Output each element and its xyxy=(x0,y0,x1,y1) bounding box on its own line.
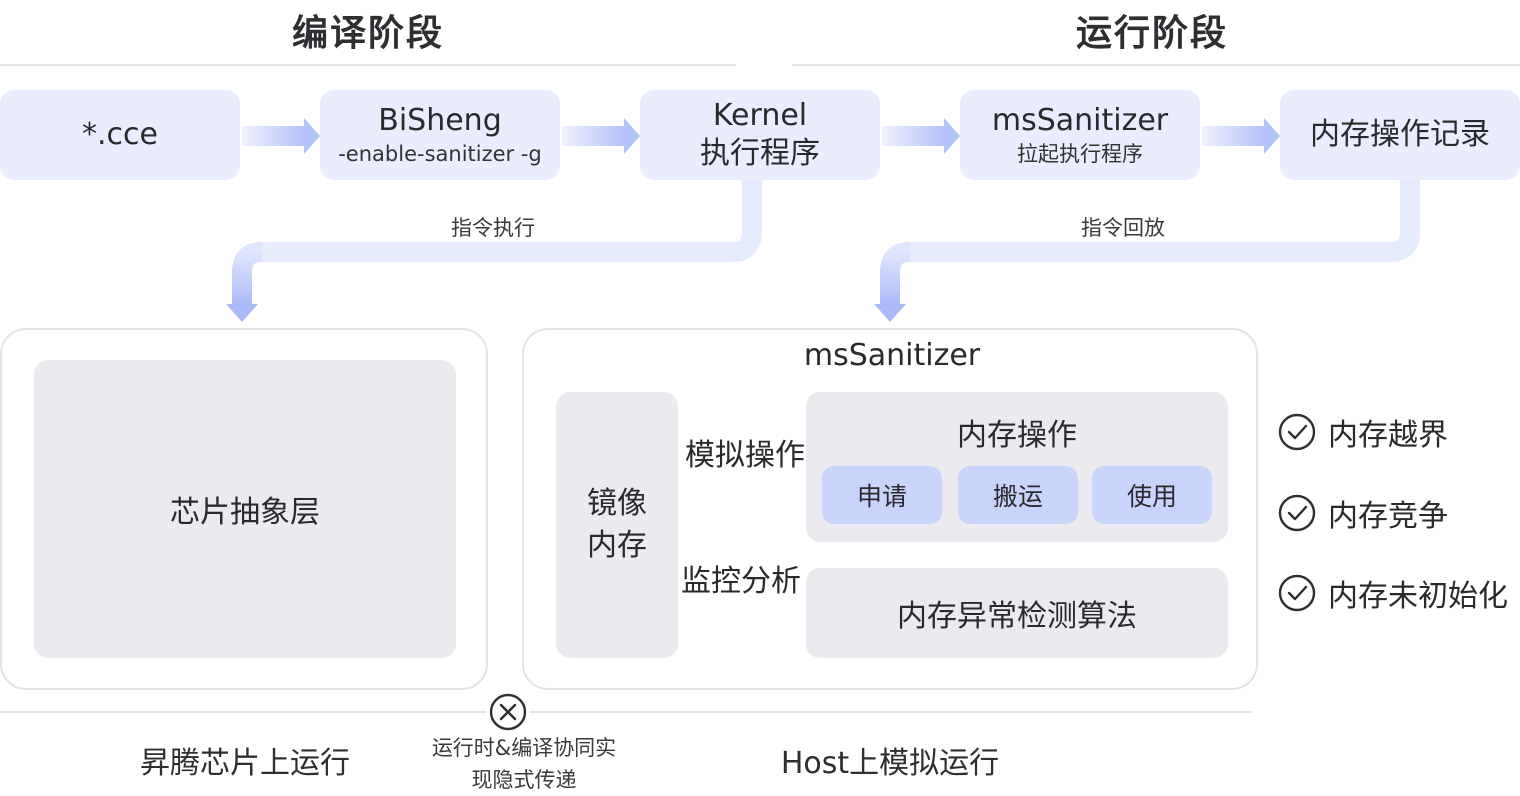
implicit-transfer-label: 运行时&编译协同实 现隐式传递 xyxy=(431,736,617,792)
pipeline-arrow-1 xyxy=(242,118,320,154)
compiler-flags: -enable-sanitizer -g xyxy=(338,142,542,166)
compile-phase-title: 编译阶段 xyxy=(291,13,444,54)
launch-subtitle: 拉起执行程序 xyxy=(1017,142,1143,166)
check-item-uninitialized: 内存未初始化 xyxy=(1278,571,1508,615)
op-chip-transfer: 搬运 xyxy=(958,466,1078,524)
op-chip-use: 使用 xyxy=(1092,466,1212,524)
mssanitizer-label: msSanitizer xyxy=(991,103,1169,138)
chip-abstraction-layer: 芯片抽象层 xyxy=(34,360,456,658)
detection-algorithm-label: 内存异常检测算法 xyxy=(897,599,1137,634)
sanitizer-panel: msSanitizer 镜像 内存 模拟操作 监控分析 内存操作 申请 搬运 使… xyxy=(522,328,1258,690)
check-item-out-of-bounds: 内存越界 xyxy=(1278,410,1448,454)
simulate-label: 模拟操作 xyxy=(685,438,805,473)
mirror-memory-box: 镜像 内存 xyxy=(556,392,678,658)
source-file-box: *.cce xyxy=(0,90,240,180)
kernel-program-box: Kernel 执行程序 xyxy=(640,90,880,180)
memory-record-box: 内存操作记录 xyxy=(1280,90,1520,180)
memory-ops-box: 内存操作 申请 搬运 使用 xyxy=(806,392,1228,542)
sanitizer-panel-title: msSanitizer xyxy=(803,338,981,373)
ascend-run-label: 昇腾芯片上运行 xyxy=(140,746,350,781)
monitor-label: 监控分析 xyxy=(681,564,801,599)
exec-connector xyxy=(226,180,762,322)
check-item-race: 内存竞争 xyxy=(1278,491,1448,535)
check-circle-icon xyxy=(1278,413,1316,451)
runtime-phase-divider xyxy=(792,64,1520,66)
check-label: 内存未初始化 xyxy=(1328,579,1508,614)
bottom-divider-right xyxy=(530,711,1252,713)
check-label: 内存竞争 xyxy=(1328,499,1448,534)
compiler-name: BiSheng xyxy=(378,103,502,138)
pipeline-arrow-4 xyxy=(1202,118,1280,154)
source-file-label: *.cce xyxy=(82,117,158,152)
pipeline-arrow-3 xyxy=(882,118,960,154)
kernel-label: Kernel xyxy=(712,98,808,133)
check-circle-icon xyxy=(1278,494,1316,532)
memory-record-label: 内存操作记录 xyxy=(1310,117,1490,152)
detection-algorithm-box: 内存异常检测算法 xyxy=(806,568,1228,658)
bottom-divider-left xyxy=(0,711,486,713)
replay-flow-label: 指令回放 xyxy=(1081,216,1165,240)
exec-flow-label: 指令执行 xyxy=(451,216,535,240)
memory-ops-title: 内存操作 xyxy=(957,418,1077,453)
host-sim-label: Host上模拟运行 xyxy=(780,746,1000,781)
kernel-subtitle: 执行程序 xyxy=(700,136,820,171)
replay-connector xyxy=(874,180,1420,322)
chip-abstraction-label: 芯片抽象层 xyxy=(170,495,320,530)
check-circle-icon xyxy=(1278,574,1316,612)
pipeline-arrow-2 xyxy=(562,118,640,154)
close-circle-icon xyxy=(489,693,527,731)
mirror-memory-label: 镜像 内存 xyxy=(587,486,647,563)
compile-phase-divider xyxy=(0,64,736,66)
op-chip-allocate: 申请 xyxy=(822,466,942,524)
runtime-phase-title: 运行阶段 xyxy=(1075,13,1228,54)
mssanitizer-launch-box: msSanitizer 拉起执行程序 xyxy=(960,90,1200,180)
chip-panel: 芯片抽象层 xyxy=(0,328,488,690)
check-label: 内存越界 xyxy=(1328,418,1448,453)
bisheng-compiler-box: BiSheng -enable-sanitizer -g xyxy=(320,90,560,180)
